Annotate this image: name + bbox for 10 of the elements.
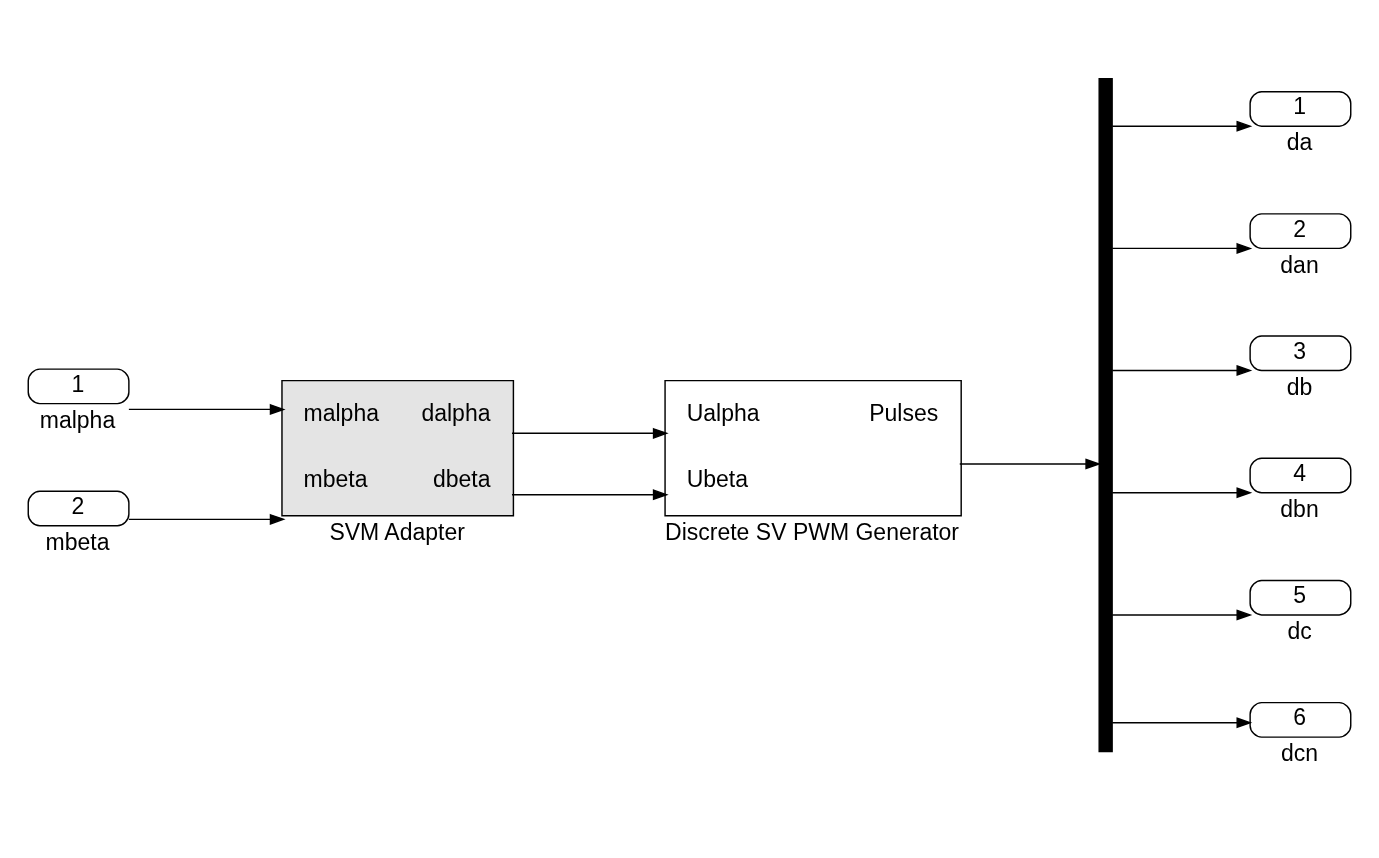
node-label: dbn	[1280, 495, 1319, 522]
node-label: Discrete SV PWM Generator	[665, 518, 960, 545]
node-label: SVM Adapter	[329, 518, 465, 545]
node-label: dcn	[1281, 739, 1319, 766]
node-label: dc	[1287, 617, 1312, 644]
node-label: da	[1286, 128, 1313, 155]
node-label: malpha	[39, 406, 116, 433]
node-label: db	[1286, 373, 1313, 400]
node-label: dan	[1280, 251, 1319, 278]
node-label: mbeta	[45, 528, 110, 555]
